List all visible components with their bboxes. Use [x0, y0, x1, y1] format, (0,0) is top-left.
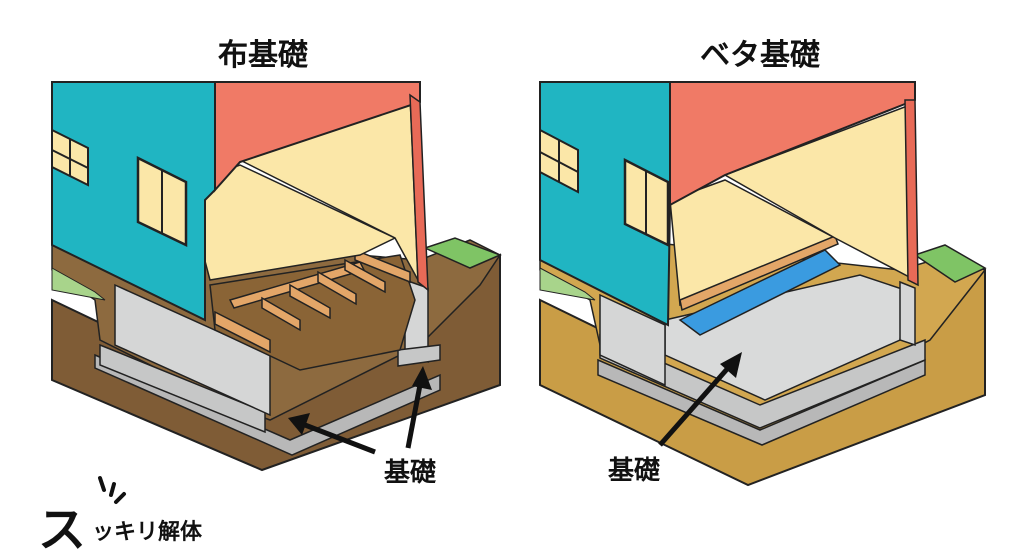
brand-logo: ス ッキリ解体 [30, 482, 220, 558]
grass-right [913, 244, 987, 283]
window-right-large [623, 157, 670, 248]
grass-left [422, 237, 502, 269]
logo-sparkle-marks [98, 476, 126, 504]
window-left-large [136, 155, 188, 247]
callout-arrow-left-a [288, 413, 376, 455]
logo-big-char: ス [38, 502, 87, 558]
gravel-right [597, 358, 926, 446]
strip-foundation-diagram [51, 81, 502, 472]
red-wall-column-right [904, 99, 919, 287]
grass-right-back [539, 267, 596, 301]
window-right-small [539, 128, 579, 194]
callout-arrow-left-b [405, 366, 432, 449]
footing-front-left [99, 343, 266, 434]
floor-edge-right [679, 235, 839, 312]
grass-left-back [51, 267, 106, 301]
mat-foundation-diagram [539, 81, 987, 487]
gravel-left [94, 353, 441, 456]
red-wall-column-left [409, 93, 429, 292]
callout-arrow-right [658, 352, 742, 447]
title-mat-foundation: ベタ基礎 [700, 38, 820, 73]
teal-wall-left [51, 81, 216, 322]
logo-text: ッキリ解体 [92, 520, 203, 545]
mat-wall-right [899, 280, 916, 347]
title-strip-foundation: 布基礎 [218, 38, 308, 73]
floor-joists [214, 248, 411, 354]
teal-wall-right [539, 81, 671, 327]
callout-label-left: 基礎 [384, 458, 437, 488]
mat-wall-front [599, 293, 666, 387]
window-left-small [51, 128, 89, 187]
moisture-membrane [678, 249, 842, 336]
footing-pillar-right [397, 344, 441, 367]
callout-label-right: 基礎 [608, 456, 661, 486]
